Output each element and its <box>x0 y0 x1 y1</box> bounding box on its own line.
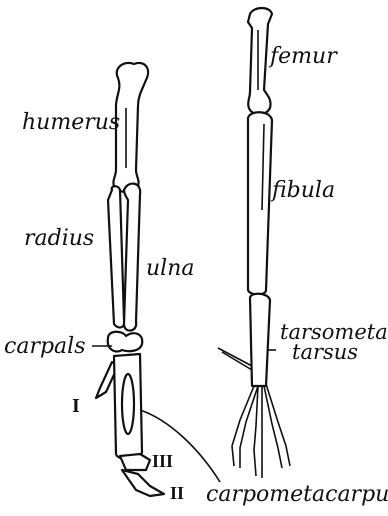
toe-outer <box>264 384 290 468</box>
label-femur: femur <box>270 46 337 68</box>
carpals-bone <box>108 332 143 352</box>
label-radius: radius <box>24 228 94 250</box>
radius-bone <box>108 186 124 327</box>
label-digit-3: III <box>152 452 173 470</box>
label-fibula: fibula <box>272 180 335 202</box>
label-digit-2: II <box>170 484 184 502</box>
ulna-bone <box>124 184 140 331</box>
tarsometatarsus-bone <box>250 294 270 386</box>
label-carpals: carpals <box>4 336 85 358</box>
toe-hind <box>218 348 252 370</box>
toe-middle <box>254 386 262 478</box>
label-ulna: ulna <box>146 258 195 280</box>
digit-2-bone <box>122 470 164 496</box>
label-digit-1: I <box>72 396 80 416</box>
tibiotarsus-bone <box>248 112 272 294</box>
label-humerus: humerus <box>22 112 120 134</box>
carpometacarpus-pointer <box>140 410 220 482</box>
femur-bone <box>248 8 272 114</box>
label-tarsometatarsus-2: tarsus <box>292 342 358 363</box>
digit-3-bone <box>120 454 150 470</box>
label-carpometacarpus: carpometacarpus <box>206 484 388 506</box>
leg-skeleton <box>218 8 290 478</box>
